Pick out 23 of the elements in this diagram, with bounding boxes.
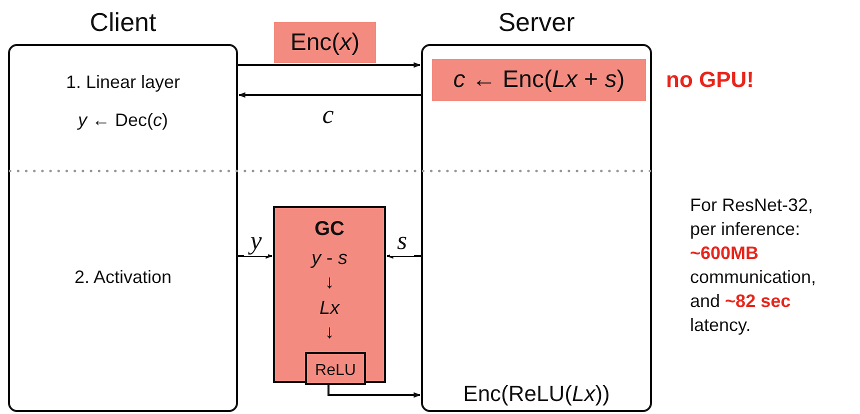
arrow [238,62,421,68]
formula-text: y ← Dec(c) [78,109,168,132]
client-heading: Client [90,6,156,38]
box-title: GC [314,217,344,242]
arrow [328,385,421,398]
formula-text: Enc(ReLU(Lx)) [463,380,610,408]
edge-label: Enc(x) [274,22,376,63]
note-text: For ResNet-32, per inference: ~600MB communication, and ~82 sec latency. [690,194,818,337]
step-label: 2. Activation [74,266,172,289]
arrow-symbol: ↓ [324,271,334,295]
step-label: 1. Linear layer [66,71,180,94]
server-heading: Server [498,6,575,38]
relu-box [305,352,366,385]
formula-text: c ← Enc(Lx + s) [453,65,625,95]
process-box [273,206,386,383]
arrow-symbol: ↓ [324,321,334,345]
arrow [238,92,421,98]
arrow [386,253,421,259]
warning-text: no GPU! [666,67,754,93]
formula-text: Lx [319,297,340,321]
arrow [238,253,273,259]
box-label: ReLU [315,361,356,381]
formula-text: y - s [312,247,348,271]
